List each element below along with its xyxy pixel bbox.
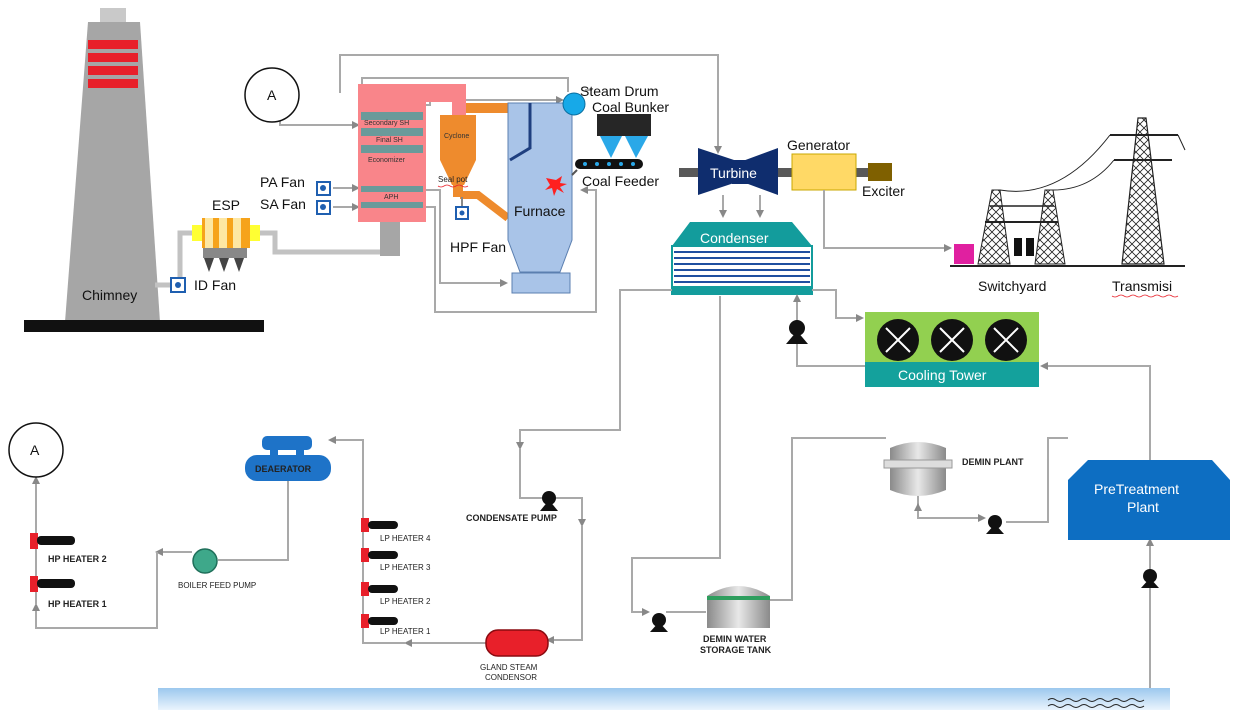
chimney-stripe — [88, 53, 138, 62]
boiler-backpass: Secondary SH Final SH Economizer APH — [358, 84, 466, 256]
sa-fan-label: SA Fan — [260, 196, 306, 212]
coal-bunker: Coal Bunker — [592, 99, 669, 158]
pa-fan-label: PA Fan — [260, 174, 305, 190]
esp: ESP — [192, 197, 260, 272]
seal-pot-label: Seal pot — [438, 175, 468, 184]
demin-transfer-pump-icon — [652, 613, 666, 627]
demin-plant-pump-icon — [988, 515, 1002, 529]
coal-feeder-label: Coal Feeder — [582, 173, 659, 189]
boiler-feed-pump: BOILER FEED PUMP — [178, 548, 256, 590]
chimney-base — [24, 320, 264, 332]
hp-heater-1: HP HEATER 1 — [30, 576, 107, 609]
lp-heater-2: LP HEATER 2 — [361, 582, 431, 606]
cooling-tower: Cooling Tower — [865, 312, 1039, 387]
pretreatment-label-1: PreTreatment — [1094, 481, 1179, 497]
deaerator-label: DEAERATOR — [255, 464, 312, 474]
exciter-label: Exciter — [862, 183, 905, 199]
economizer-label: Economizer — [368, 157, 406, 164]
furnace: Furnace — [507, 102, 573, 294]
fan-icon — [877, 319, 919, 361]
chimney: Chimney — [24, 8, 264, 332]
fan-icon — [985, 319, 1027, 361]
hp-heater-1-label: HP HEATER 1 — [48, 599, 107, 609]
demin-water-label-1: DEMIN WATER — [703, 634, 767, 644]
hp-heater-2-label: HP HEATER 2 — [48, 554, 107, 564]
sa-fan: SA Fan — [260, 196, 331, 215]
boiler-feed-pump-label: BOILER FEED PUMP — [178, 581, 256, 590]
furnace-label: Furnace — [514, 203, 566, 219]
condensate-pump: CONDENSATE PUMP — [466, 491, 558, 523]
lp-heater-3-label: LP HEATER 3 — [380, 563, 431, 572]
steam-drum-label: Steam Drum — [580, 83, 659, 99]
lp-heater-1-label: LP HEATER 1 — [380, 627, 431, 636]
pa-fan: PA Fan — [260, 174, 331, 196]
cyclone-label: Cyclone — [444, 133, 469, 140]
chimney-label: Chimney — [82, 287, 137, 303]
circulating-pump-icon — [786, 320, 808, 344]
chimney-stripe — [88, 79, 138, 88]
lp-heater-2-label: LP HEATER 2 — [380, 597, 431, 606]
condenser-label: Condenser — [700, 230, 769, 246]
id-fan-label: ID Fan — [194, 277, 236, 293]
hpf-fan: HPF Fan — [450, 197, 506, 255]
id-fan: ID Fan — [170, 277, 236, 293]
connector-a-top-label: A — [267, 87, 277, 103]
water-source — [158, 688, 1170, 710]
lp-heater-1: LP HEATER 1 — [361, 614, 431, 636]
switchyard-label: Switchyard — [978, 278, 1046, 294]
exciter: Exciter — [862, 163, 905, 199]
gland-steam-condensor: GLAND STEAM CONDENSOR — [480, 629, 549, 682]
pretreatment-label-2: Plant — [1127, 499, 1159, 515]
demin-water-storage-tank: DEMIN WATER STORAGE TANK — [650, 586, 772, 655]
condensate-pump-label: CONDENSATE PUMP — [466, 513, 557, 523]
turbine: Turbine — [679, 148, 879, 195]
hpf-fan-label: HPF Fan — [450, 239, 506, 255]
turbine-label: Turbine — [710, 165, 757, 181]
lp-heater-4-label: LP HEATER 4 — [380, 534, 431, 543]
lp-heater-4: LP HEATER 4 — [361, 518, 431, 543]
esp-label: ESP — [212, 197, 240, 213]
secondary-sh-label: Secondary SH — [364, 120, 409, 127]
pretreatment-plant: PreTreatment Plant — [1068, 460, 1230, 588]
intake-pump-icon — [1143, 569, 1157, 583]
transmisi-label: Transmisi — [1112, 278, 1172, 294]
chimney-stripe — [88, 40, 138, 49]
fan-icon — [931, 319, 973, 361]
connector-a-top: A — [244, 67, 300, 123]
transmission-tower: Transmisi — [999, 117, 1186, 298]
flame-icon — [545, 176, 567, 196]
demin-plant-label: DEMIN PLANT — [962, 457, 1024, 467]
deaerator: DEAERATOR — [245, 436, 331, 481]
cooling-tower-label: Cooling Tower — [898, 367, 987, 383]
final-sh-label: Final SH — [376, 137, 403, 144]
demin-water-label-2: STORAGE TANK — [700, 645, 772, 655]
coal-feeder: Coal Feeder — [571, 159, 659, 189]
coal-bunker-label: Coal Bunker — [592, 99, 669, 115]
lp-heater-3: LP HEATER 3 — [361, 548, 431, 572]
generator: Generator — [787, 137, 857, 191]
gland-steam-label-1: GLAND STEAM — [480, 663, 538, 672]
connector-a-bottom: A — [8, 422, 64, 478]
steam-drum: Steam Drum — [562, 83, 659, 116]
hp-heater-2: HP HEATER 2 — [30, 533, 107, 564]
condenser: Condenser — [671, 222, 813, 295]
aph-label: APH — [384, 194, 398, 201]
demin-plant: DEMIN PLANT — [883, 442, 1024, 534]
chimney-stripe — [88, 66, 138, 75]
cyclone: Cyclone Seal pot — [437, 103, 511, 222]
generator-label: Generator — [787, 137, 850, 153]
gland-steam-label-2: CONDENSOR — [485, 673, 537, 682]
switchyard: Switchyard — [950, 189, 1185, 294]
connector-a-bottom-label: A — [30, 442, 40, 458]
